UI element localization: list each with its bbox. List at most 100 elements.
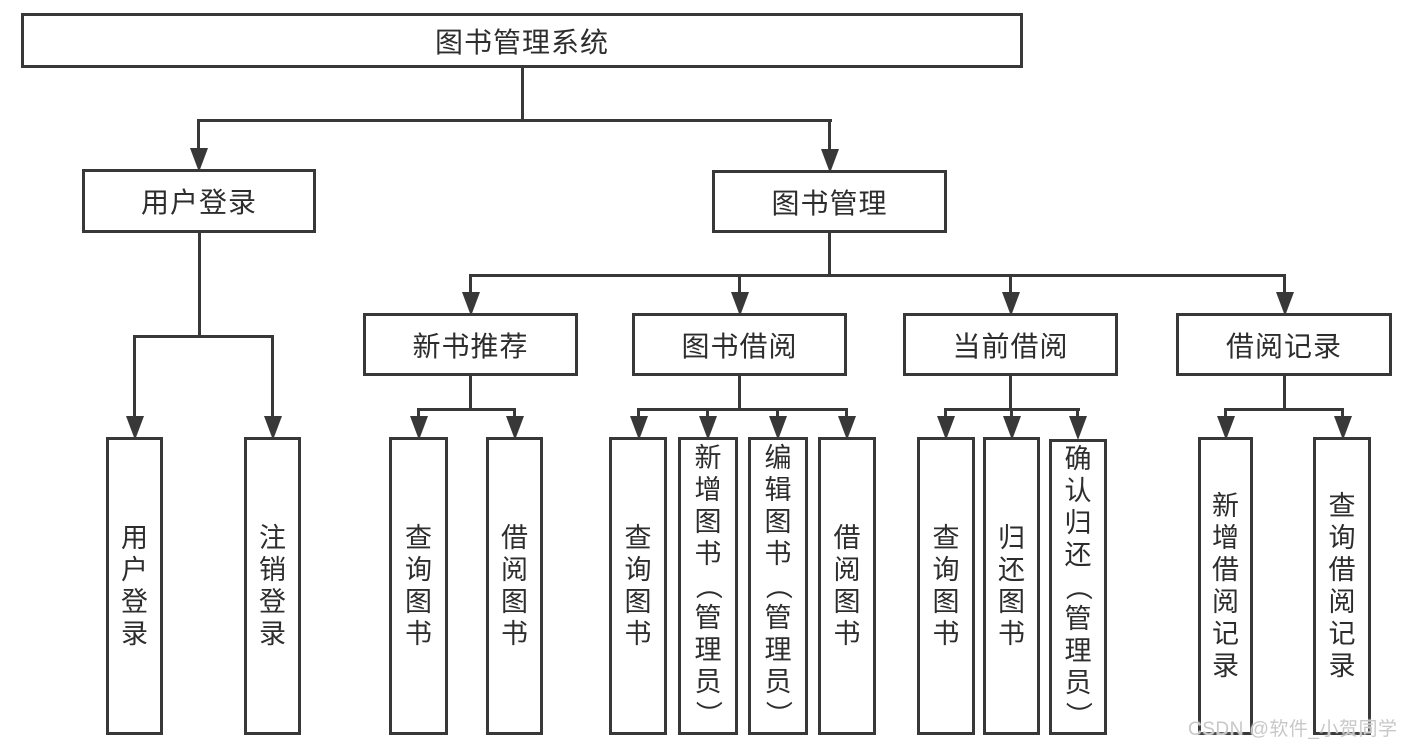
connector-line	[197, 119, 200, 150]
node-label-char: 理	[764, 635, 792, 665]
node-label-char: 图	[833, 587, 861, 617]
node-label-char: 阅	[1212, 587, 1239, 617]
node-book-borrow: 图书借阅	[632, 313, 847, 376]
node-label-char: 员	[764, 667, 792, 697]
node-label: 用户登录	[140, 187, 257, 218]
node-leaf-return-book: 归还图书	[983, 437, 1040, 735]
arrow-head-icon	[698, 416, 717, 440]
node-label-char: 用	[121, 523, 148, 553]
node-label-char: 图	[501, 587, 528, 617]
connector-line	[197, 119, 832, 122]
arrow-head-icon	[1002, 416, 1021, 440]
node-current-borrow: 当前借阅	[903, 313, 1118, 376]
node-label-char: 书	[405, 619, 432, 649]
node-leaf-query-borrow-record: 查询借阅记录	[1313, 437, 1371, 735]
connector-line	[1009, 274, 1012, 294]
node-leaf-query-book-borrow: 查询图书	[609, 437, 667, 735]
node-label-char: ）	[763, 700, 793, 728]
node-label-char: 图	[694, 507, 722, 537]
node-label-char: 归	[1064, 508, 1092, 538]
node-leaf-query-book-current: 查询图书	[917, 437, 975, 735]
node-label: 新书推荐	[412, 330, 529, 362]
node-label-char: 辑	[764, 475, 792, 505]
node-label-char: 录	[1328, 651, 1356, 681]
node-label-char: 户	[121, 555, 148, 585]
node-label-char: 录	[121, 619, 148, 649]
arrow-head-icon	[1001, 292, 1020, 316]
node-label-char: 图	[998, 587, 1025, 617]
node-leaf-edit-book-admin: 编辑图书 （ 管理员 ）	[748, 437, 808, 735]
node-leaf-add-borrow-record: 新增借阅记录	[1198, 437, 1253, 735]
connector-line	[1076, 408, 1079, 418]
node-label: 当前借阅	[952, 330, 1069, 362]
node-label-char: 借	[1328, 555, 1356, 585]
node-label-char: 询	[624, 555, 652, 585]
arrow-head-icon	[1068, 416, 1087, 440]
node-label-char: 认	[1064, 476, 1092, 506]
node-label-char: 理	[694, 635, 722, 665]
node-label-char: 编	[764, 443, 792, 473]
node-label-char: 图	[624, 587, 652, 617]
node-leaf-borrow-book-borrow: 借阅图书	[818, 437, 876, 735]
node-label-char: 还	[1064, 540, 1092, 570]
node-label-char: 书	[624, 619, 652, 649]
connector-line	[198, 231, 201, 337]
arrow-head-icon	[461, 292, 480, 316]
connector-line	[637, 408, 640, 418]
arrow-head-icon	[409, 416, 428, 440]
arrow-head-icon	[730, 292, 749, 316]
csdn-watermark: CSDN @软件_小贺同学	[1188, 719, 1398, 740]
arrow-head-icon	[820, 149, 839, 173]
node-label-char: 询	[405, 555, 432, 585]
node-leaf-user-login: 用户登录	[106, 437, 163, 735]
node-label-char: 图	[764, 507, 792, 537]
connector-line	[133, 335, 136, 418]
node-label-char: 阅	[501, 555, 528, 585]
arrow-head-icon	[768, 416, 787, 440]
node-label-char: 查	[405, 523, 432, 553]
node-book-mgmt: 图书管理	[712, 170, 947, 233]
node-label-char: （	[763, 572, 793, 600]
node-label: 图书管理	[771, 187, 888, 219]
node-user-login: 用户登录	[82, 169, 316, 233]
arrow-head-icon	[263, 416, 282, 440]
node-label-char: 新	[694, 443, 722, 473]
node-leaf-query-book-new: 查询图书	[389, 437, 448, 735]
arrow-head-icon	[1216, 416, 1235, 440]
arrow-head-icon	[629, 416, 648, 440]
arrow-head-icon	[1333, 416, 1352, 440]
node-borrow-record: 借阅记录	[1176, 313, 1392, 376]
node-label-char: 记	[1212, 619, 1239, 649]
node-label-char: 还	[998, 555, 1025, 585]
arrow-head-icon	[936, 416, 955, 440]
node-label-char: 录	[1212, 651, 1239, 681]
node-label-char: 登	[121, 587, 148, 617]
connector-line	[1010, 408, 1013, 418]
node-new-book-rec: 新书推荐	[363, 313, 578, 376]
node-label-char: 增	[1212, 523, 1239, 553]
node-label-char: 书	[833, 619, 861, 649]
connector-line	[469, 274, 472, 294]
node-label: 图书管理系统	[434, 26, 609, 58]
node-label-char: 书	[764, 539, 792, 569]
node-label-char: 管	[694, 603, 722, 633]
connector-line	[738, 374, 741, 410]
arrow-head-icon	[1275, 292, 1294, 316]
connector-line	[417, 408, 420, 418]
node-leaf-confirm-return-admin: 确认归还（管理员）	[1049, 439, 1107, 735]
connector-line	[1283, 374, 1286, 410]
connector-line	[1341, 408, 1344, 418]
node-label-char: 阅	[833, 555, 861, 585]
node-label-char: 借	[833, 523, 861, 553]
node-label-char: ）	[693, 700, 723, 728]
connector-line	[1009, 374, 1012, 410]
node-label-char: 销	[259, 555, 286, 585]
node-label-char: 阅	[1328, 587, 1356, 617]
node-label-char: 图	[405, 587, 432, 617]
node-label-char: 管	[764, 603, 792, 633]
node-label-char: （	[693, 572, 723, 600]
connector-line	[133, 335, 274, 338]
connector-line	[469, 374, 472, 410]
node-label-char: 图	[932, 587, 960, 617]
node-label-char: 书	[694, 539, 722, 569]
